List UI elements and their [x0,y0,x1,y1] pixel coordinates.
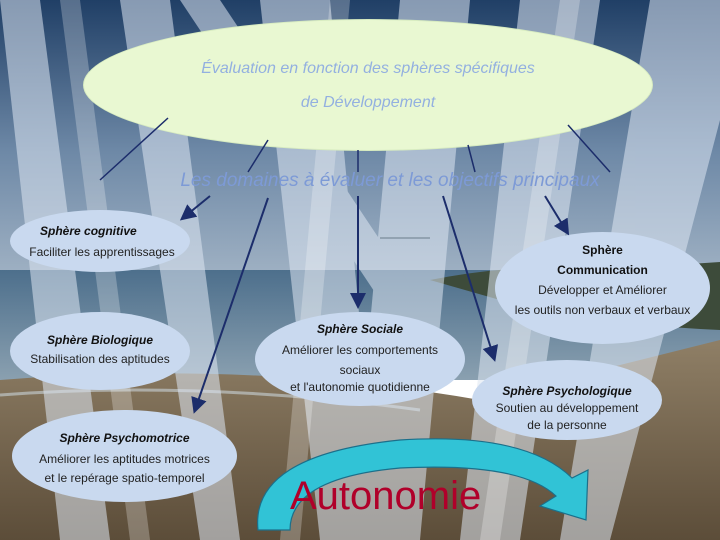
subtitle: Les domaines à évaluer et les objectifs … [100,170,680,192]
sphere-sociale-title: Sphère Sociale [255,322,465,336]
title-line-2: de Développement [84,94,652,112]
title-oval [84,20,652,150]
sphere-biologique-oval [10,312,190,390]
sphere-sociale-desc-3: et l'autonomie quotidienne [255,380,465,394]
sphere-biologique-title: Sphère Biologique [10,333,190,347]
title-line-1: Évaluation en fonction des sphères spéci… [84,60,652,78]
sphere-communication-title-1: Sphère [495,243,710,257]
sphere-communication-desc-1: Développer et Améliorer [495,283,710,297]
sphere-sociale-desc-2: sociaux [255,363,465,377]
sphere-communication-desc-2: les outils non verbaux et verbaux [495,303,710,317]
sphere-psychomotrice-title: Sphère Psychomotrice [12,431,237,445]
sphere-psychologique-title: Sphère Psychologique [472,384,662,398]
sphere-cognitive-desc: Faciliter les apprentissages [12,245,192,259]
sphere-communication-title-2: Communication [495,263,710,277]
sphere-cognitive-title: Sphère cognitive [40,224,160,238]
sphere-psychologique-desc-1: Soutien au développement [472,401,662,415]
sphere-cognitive-oval [10,210,190,272]
sphere-sociale-desc-1: Améliorer les comportements [255,343,465,357]
sphere-biologique-desc: Stabilisation des aptitudes [10,352,190,366]
sphere-psychomotrice-desc-1: Améliorer les aptitudes motrices [12,452,237,466]
sphere-psychologique-desc-2: de la personne [472,418,662,432]
sphere-psychomotrice-desc-2: et le repérage spatio-temporel [12,471,237,485]
autonomie-label: Autonomie [290,474,530,519]
